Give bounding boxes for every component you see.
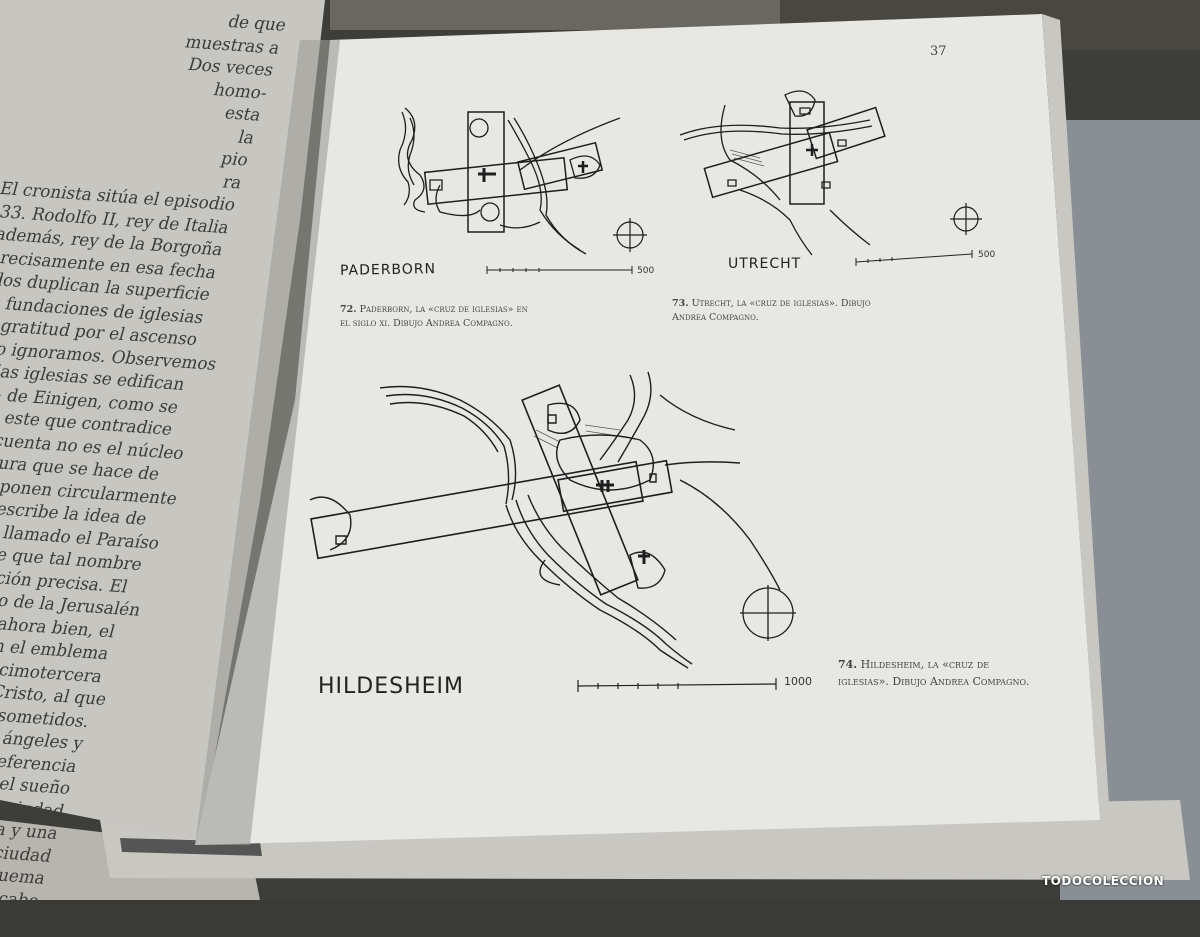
- utrecht-scale-bar: [855, 250, 973, 266]
- paderborn-scale-label: 500: [637, 266, 655, 276]
- caption-72-text: Paderborn, la «cruz de iglesias» en el s…: [340, 304, 528, 329]
- caption-73-number: 73.: [672, 298, 689, 309]
- photo-scene: [0, 0, 1200, 900]
- utrecht-scale-label: 500: [978, 250, 996, 260]
- page-number: 37: [930, 44, 947, 59]
- right-page: [195, 14, 1100, 845]
- hildesheim-scale-label: 1000: [784, 675, 812, 688]
- paderborn-map: [397, 107, 621, 255]
- left-page: [0, 0, 325, 840]
- hildesheim-label: HILDESHEIM: [318, 674, 465, 699]
- caption-73: 73. Utrecht, la «cruz de iglesias». Dibu…: [672, 297, 872, 325]
- caption-74-number: 74.: [838, 658, 858, 671]
- hildesheim-compass-icon: [740, 585, 796, 641]
- watermark-text: TODOCOLECCION: [1042, 874, 1165, 888]
- paderborn-compass-icon: [613, 218, 647, 252]
- caption-72-number: 72.: [340, 304, 357, 315]
- caption-74: 74. Hildesheim, la «cruz de iglesias». D…: [838, 656, 1038, 690]
- caption-73-text: Utrecht, la «cruz de iglesias». Dibujo A…: [672, 298, 871, 323]
- caption-72: 72. Paderborn, la «cruz de iglesias» en …: [340, 303, 540, 331]
- utrecht-label: UTRECHT: [728, 256, 802, 272]
- utrecht-compass-icon: [950, 203, 982, 235]
- caption-74-text: Hildesheim, la «cruz de iglesias». Dibuj…: [838, 658, 1030, 688]
- paderborn-scale-bar: [486, 266, 633, 274]
- hildesheim-map: [309, 371, 781, 669]
- paderborn-label: PADERBORN: [339, 261, 437, 279]
- utrecht-map: [679, 90, 886, 256]
- hildesheim-scale-bar: [577, 678, 777, 692]
